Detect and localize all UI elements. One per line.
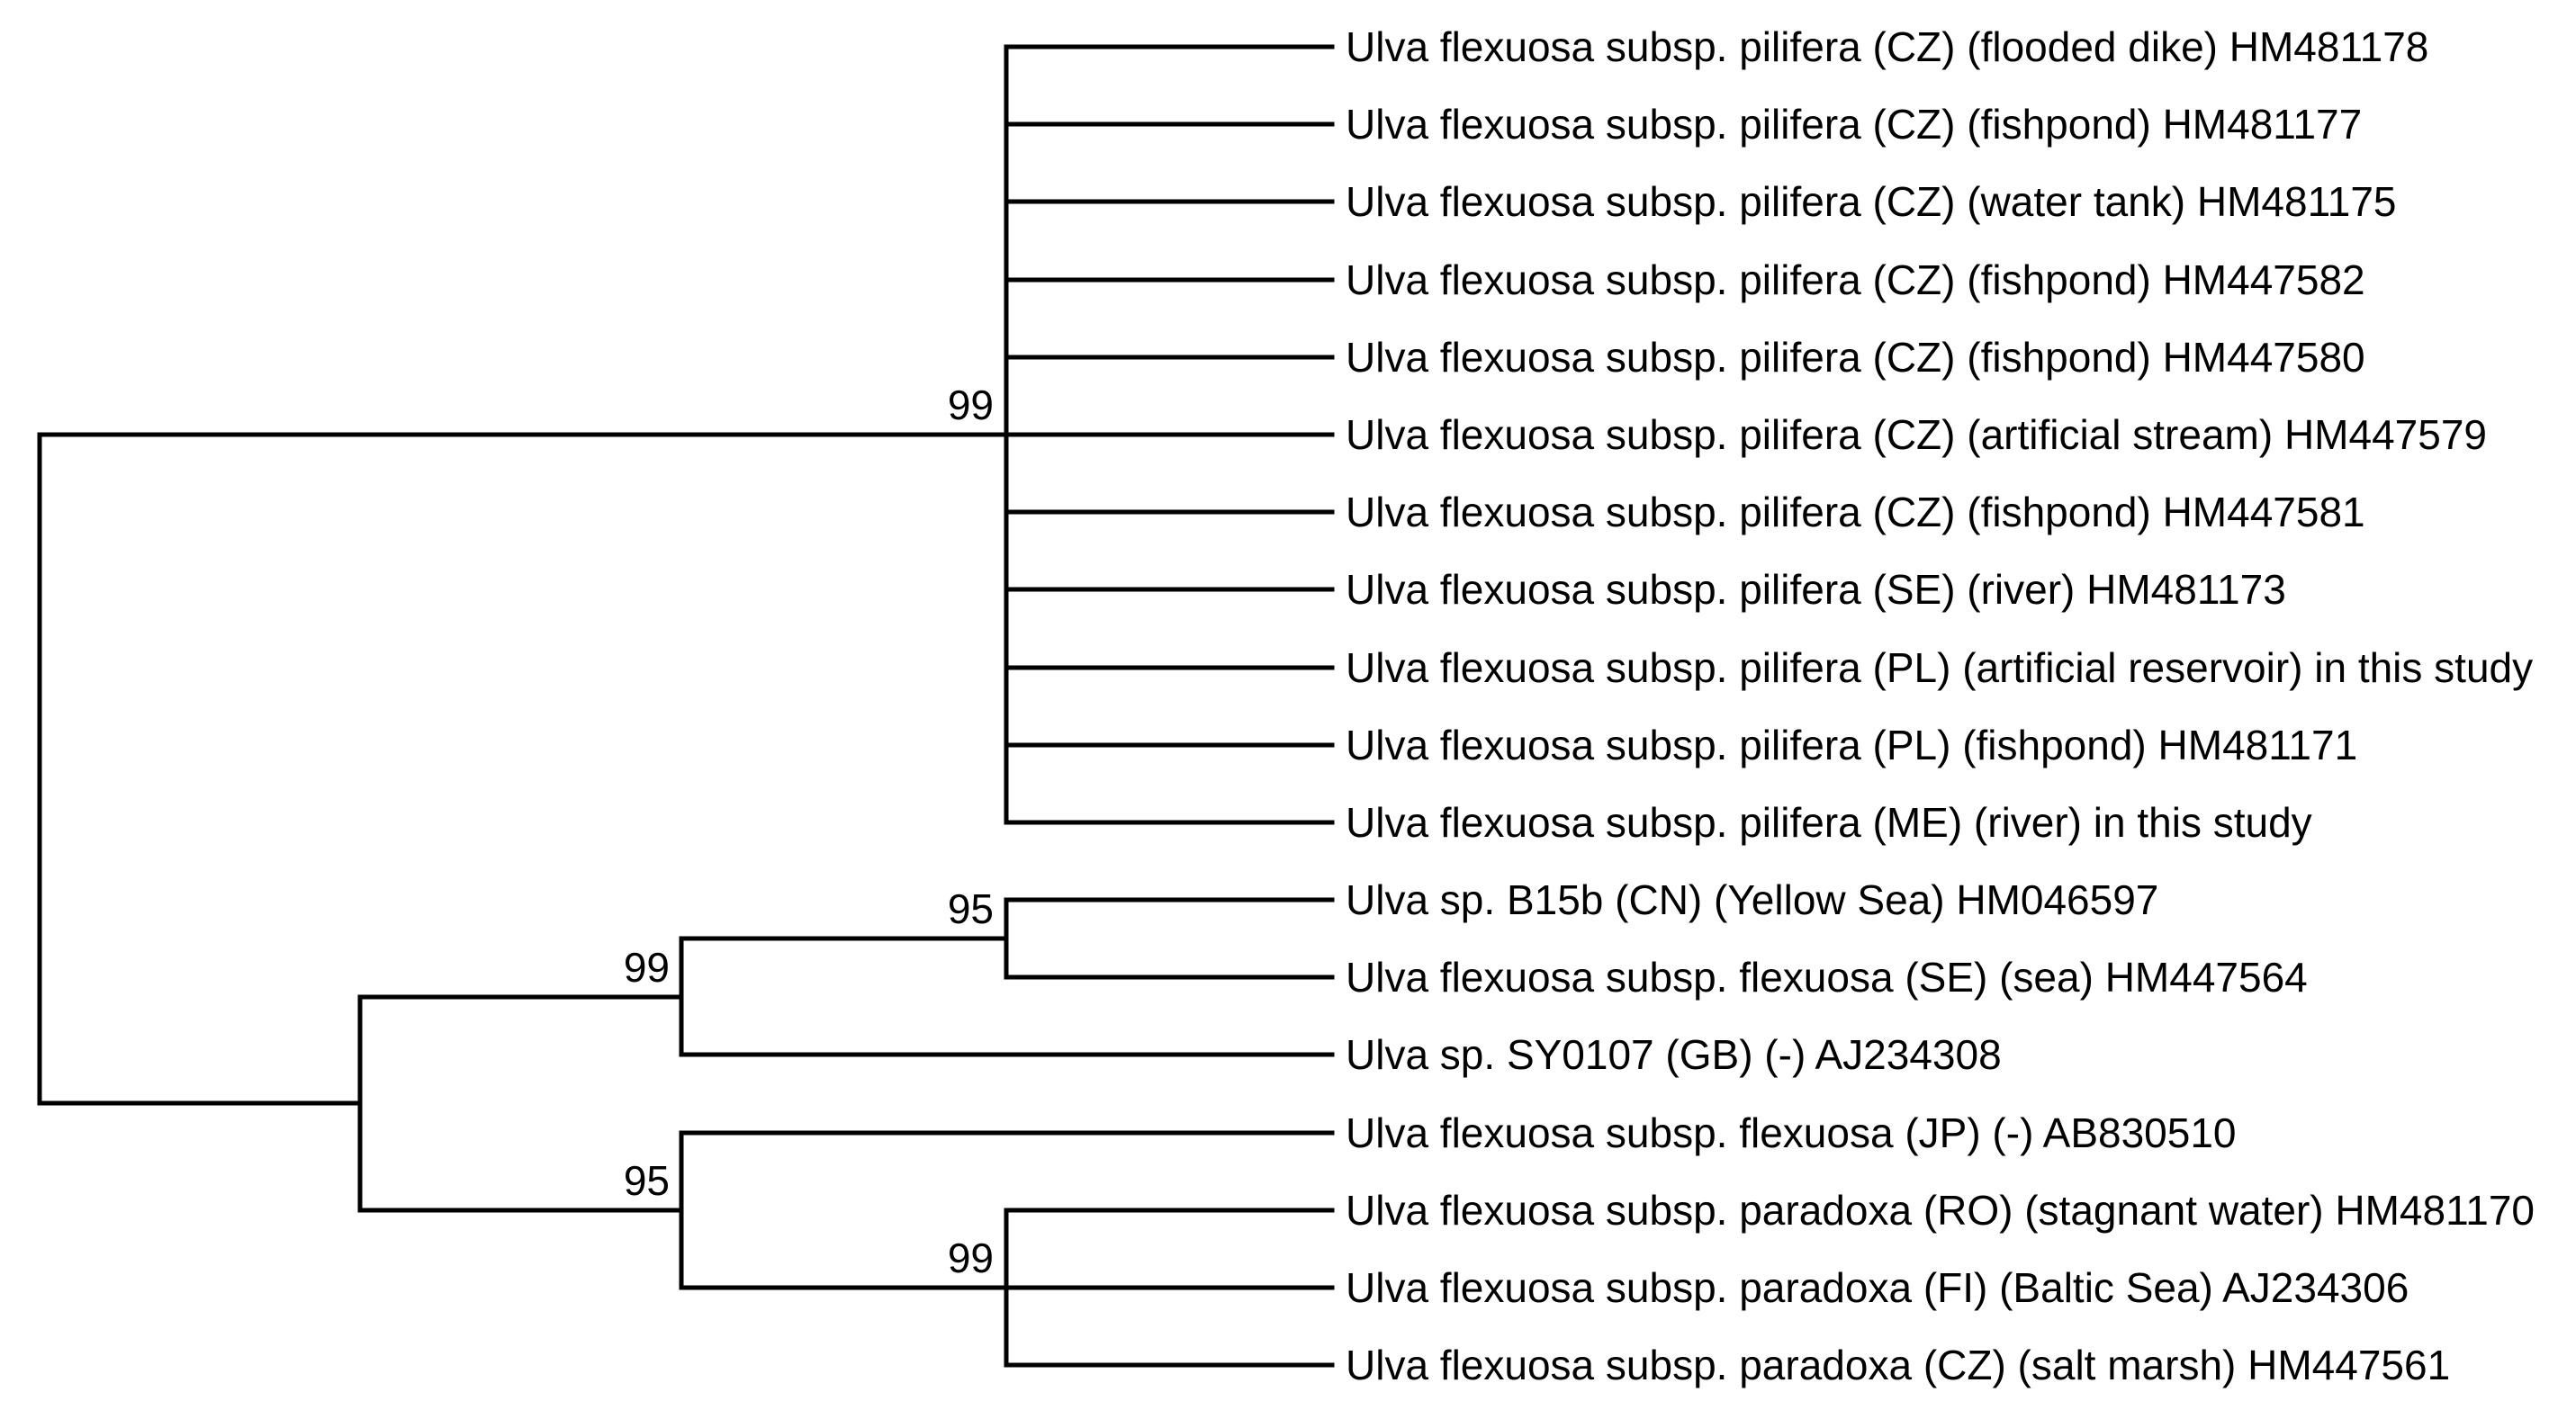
- taxon-label: Ulva flexuosa subsp. pilifera (CZ) (fish…: [1346, 489, 2365, 535]
- bootstrap-value: 99: [948, 1235, 994, 1281]
- taxon-label: Ulva flexuosa subsp. paradoxa (CZ) (salt…: [1346, 1342, 2450, 1388]
- taxon-label: Ulva flexuosa subsp. pilifera (PL) (arti…: [1346, 644, 2533, 691]
- bootstrap-value: 99: [948, 382, 994, 428]
- taxon-label: Ulva flexuosa subsp. pilifera (CZ) (floo…: [1346, 23, 2428, 70]
- taxon-label: Ulva flexuosa subsp. flexuosa (SE) (sea)…: [1346, 954, 2308, 1001]
- bootstrap-value: 99: [624, 944, 670, 991]
- taxon-label: Ulva sp. SY0107 (GB) (-) AJ234308: [1346, 1031, 2002, 1078]
- taxon-label: Ulva flexuosa subsp. flexuosa (JP) (-) A…: [1346, 1109, 2237, 1156]
- taxon-label: Ulva flexuosa subsp. pilifera (CZ) (fish…: [1346, 256, 2365, 303]
- taxon-label: Ulva sp. B15b (CN) (Yellow Sea) HM046597: [1346, 876, 2158, 923]
- taxon-label: Ulva flexuosa subsp. pilifera (SE) (rive…: [1346, 566, 2286, 613]
- taxon-label: Ulva flexuosa subsp. pilifera (CZ) (arti…: [1346, 411, 2487, 458]
- taxon-label: Ulva flexuosa subsp. pilifera (ME) (rive…: [1346, 799, 2312, 846]
- bootstrap-value: 95: [948, 885, 994, 932]
- taxon-label: Ulva flexuosa subsp. pilifera (CZ) (wate…: [1346, 178, 2397, 225]
- taxon-label: Ulva flexuosa subsp. pilifera (CZ) (fish…: [1346, 334, 2365, 381]
- taxon-label: Ulva flexuosa subsp. pilifera (CZ) (fish…: [1346, 101, 2362, 148]
- taxon-label: Ulva flexuosa subsp. pilifera (PL) (fish…: [1346, 722, 2357, 768]
- taxon-label: Ulva flexuosa subsp. paradoxa (FI) (Balt…: [1346, 1264, 2409, 1311]
- taxon-label: Ulva flexuosa subsp. paradoxa (RO) (stag…: [1346, 1187, 2535, 1234]
- bootstrap-value: 95: [624, 1157, 670, 1204]
